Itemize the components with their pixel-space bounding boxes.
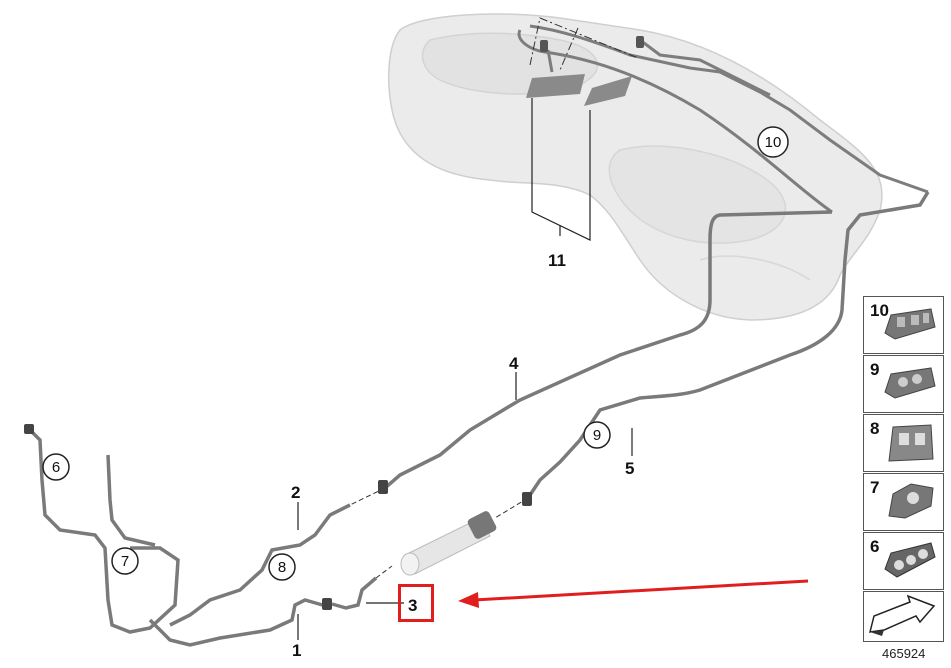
- clip-9-icon: [884, 367, 936, 399]
- circled-callout-6-label: 6: [52, 459, 60, 476]
- clip-10-icon: [884, 308, 936, 340]
- callout-11: 11: [548, 251, 566, 270]
- clip-7-icon: [888, 483, 934, 519]
- tank-top-lines: [517, 24, 929, 214]
- parts-panel-item-10: 10: [863, 296, 944, 354]
- circled-callout-7: 7: [111, 547, 139, 575]
- circled-callout-10: 10: [757, 126, 789, 158]
- drawing-number: 465924: [882, 646, 926, 661]
- callout-3: 3: [408, 596, 417, 615]
- circled-callout-7-label: 7: [121, 553, 129, 570]
- parts-panel-item-7: 7: [863, 473, 944, 531]
- fuel-line-5: [526, 191, 930, 499]
- parts-panel-arrow: [863, 591, 944, 642]
- callout-2: 2: [291, 483, 300, 502]
- parts-panel-number-6: 6: [870, 537, 880, 556]
- parts-panel-number-7: 7: [870, 478, 880, 497]
- fuel-line-2: [169, 503, 351, 627]
- callout-11-bracket: [531, 98, 591, 241]
- fuel-filter: [400, 511, 497, 576]
- circled-callout-9: 9: [583, 421, 611, 449]
- parts-panel-item-8: 8: [863, 414, 944, 472]
- fuel-line-6: [28, 428, 180, 634]
- fuel-line-4: [383, 210, 833, 490]
- connector-dashes: [349, 487, 529, 579]
- red-arrow: [458, 579, 809, 608]
- parts-panel-item-6: 6: [863, 532, 944, 590]
- line-connectors: [24, 424, 532, 610]
- fuel-tank: [388, 13, 883, 321]
- parts-panel-number-10: 10: [870, 301, 889, 320]
- circled-callout-9-label: 9: [593, 427, 601, 444]
- tank-labels: [526, 74, 632, 106]
- circled-callout-6: 6: [42, 453, 70, 481]
- fuel-line-1: [148, 598, 327, 647]
- parts-panel-number-8: 8: [870, 419, 880, 438]
- circled-callout-8-label: 8: [278, 559, 286, 576]
- fuel-line-3: [331, 576, 378, 610]
- clip-8-icon: [888, 424, 934, 462]
- parts-panel-number-9: 9: [870, 360, 880, 379]
- circled-callout-8: 8: [268, 553, 296, 581]
- callout-4: 4: [509, 354, 519, 373]
- tank-connectors: [540, 36, 644, 52]
- reference-lines: [529, 17, 639, 71]
- clip-6-icon: [884, 542, 936, 578]
- fuel-line-7: [106, 454, 156, 547]
- direction-arrow-icon: [869, 594, 936, 636]
- leader-lines: [297, 372, 633, 640]
- callout-3-highlight-box: [398, 584, 434, 622]
- parts-panel-item-9: 9: [863, 355, 944, 413]
- callout-1: 1: [292, 641, 301, 660]
- circled-callout-10-label: 10: [765, 134, 782, 151]
- callout-5: 5: [625, 459, 634, 478]
